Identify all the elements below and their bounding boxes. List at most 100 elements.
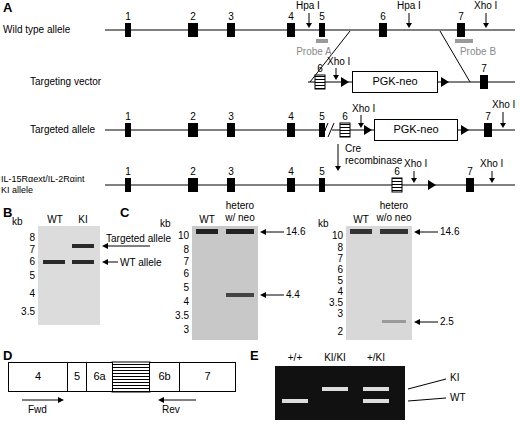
exon xyxy=(227,123,235,137)
text-label: 7 xyxy=(458,11,464,23)
box-text: 6b xyxy=(158,370,170,383)
arrow-head xyxy=(306,23,312,28)
site-arrow xyxy=(414,171,415,179)
southern-blot xyxy=(38,226,100,325)
text-label: KI/KI xyxy=(324,352,346,364)
arrow-head xyxy=(333,75,339,80)
text-label: Targeting vector xyxy=(30,76,101,88)
text-label: 3 xyxy=(183,324,189,336)
text-label: 3.5 xyxy=(329,297,343,309)
text-label: Wild type allele xyxy=(3,24,70,36)
exon xyxy=(188,23,198,37)
text-label: 3.5 xyxy=(21,306,35,318)
exon xyxy=(227,178,235,192)
site-arrow xyxy=(361,115,362,124)
text-label: 6 xyxy=(342,111,348,123)
site-arrow xyxy=(486,13,487,24)
amplicon-segment: 7 xyxy=(179,362,236,392)
text-label: WT xyxy=(450,392,466,404)
pointer-arrow xyxy=(419,322,438,323)
site-arrow xyxy=(503,112,504,124)
exon xyxy=(125,178,131,192)
blot-band xyxy=(382,320,406,323)
text-label: 4 xyxy=(183,296,189,308)
text-label: 7 xyxy=(183,256,189,268)
amplicon-segment: 6a xyxy=(86,362,113,392)
text-label: 7 xyxy=(467,166,473,178)
text-label: Probe A xyxy=(296,46,332,58)
text-label: +/KI xyxy=(367,352,385,364)
text-label: 3 xyxy=(337,308,343,320)
pointer-arrow xyxy=(265,295,284,296)
text-label: IL-15Rαext/IL-2Rαint KI allele xyxy=(1,174,91,196)
allele-line xyxy=(105,30,515,31)
arrow-head xyxy=(260,229,266,235)
southern-blot xyxy=(346,226,412,340)
break-mark xyxy=(328,123,334,137)
blot-band xyxy=(380,229,408,234)
text-label: 5 xyxy=(337,275,343,287)
gel-band xyxy=(282,399,308,403)
text-label: Rev xyxy=(162,404,180,416)
text-label: 2 xyxy=(337,326,343,338)
text-label: Hpa I xyxy=(397,0,421,12)
hatched-segment xyxy=(112,362,150,392)
text-label: WT xyxy=(47,214,63,226)
pointer-arrow xyxy=(419,232,438,233)
southern-blot xyxy=(192,226,258,340)
text-label: 3 xyxy=(228,166,234,178)
exon xyxy=(287,123,295,137)
panel-letter: A xyxy=(3,0,12,16)
site-arrow xyxy=(309,13,310,24)
text-label: KI xyxy=(450,372,459,384)
exon xyxy=(125,23,131,37)
box-text: 7 xyxy=(204,370,210,383)
text-label: 5 xyxy=(319,111,325,123)
text-label: hetero w/ neo xyxy=(222,200,258,224)
text-label: hetero w/o neo xyxy=(374,200,414,224)
text-label: WT xyxy=(199,214,215,226)
text-label: 8 xyxy=(183,244,189,256)
text-label: 7 xyxy=(485,111,491,123)
box-text: 4 xyxy=(35,370,41,383)
blot-band xyxy=(72,244,94,248)
text-label: 3 xyxy=(228,11,234,23)
blot-band xyxy=(226,229,254,234)
text-label: kb xyxy=(160,218,171,230)
amplicon-segment: 6b xyxy=(149,362,180,392)
text-label: 7 xyxy=(337,253,343,265)
exon xyxy=(227,23,235,37)
text-label: 4 xyxy=(288,11,294,23)
loxp-site xyxy=(364,125,372,135)
exon xyxy=(457,23,465,37)
text-label: 5 xyxy=(319,11,325,23)
pointer-arrow xyxy=(107,246,150,247)
text-label: 1 xyxy=(125,166,131,178)
cassette-box: PGK-neo xyxy=(352,71,438,93)
gel-band xyxy=(363,387,389,391)
arrow-head xyxy=(483,23,489,28)
allele-line xyxy=(105,185,515,186)
blot-band xyxy=(226,293,254,297)
text-label: Xho I xyxy=(474,0,497,12)
arrow-head xyxy=(414,319,420,325)
cassette-box: PGK-neo xyxy=(374,119,458,141)
arrow-head xyxy=(406,23,412,28)
exon xyxy=(484,123,492,137)
gel-band xyxy=(363,399,389,403)
text-label: 1 xyxy=(125,11,131,23)
text-label: 14.6 xyxy=(286,226,305,238)
exon xyxy=(287,23,295,37)
text-label: Cre recombinase xyxy=(345,143,407,167)
text-label: 5 xyxy=(29,270,35,282)
text-label: 14.6 xyxy=(440,226,459,238)
text-label: kb xyxy=(12,216,23,228)
text-label: Xho I xyxy=(492,99,515,111)
pcr-gel xyxy=(275,366,405,420)
text-label: 4.4 xyxy=(286,289,300,301)
arrow-head xyxy=(58,397,64,403)
arrow-head xyxy=(260,292,266,298)
arrow-head xyxy=(500,123,506,128)
panel-letter: B xyxy=(3,205,12,221)
text-label: WT allele xyxy=(120,257,162,269)
